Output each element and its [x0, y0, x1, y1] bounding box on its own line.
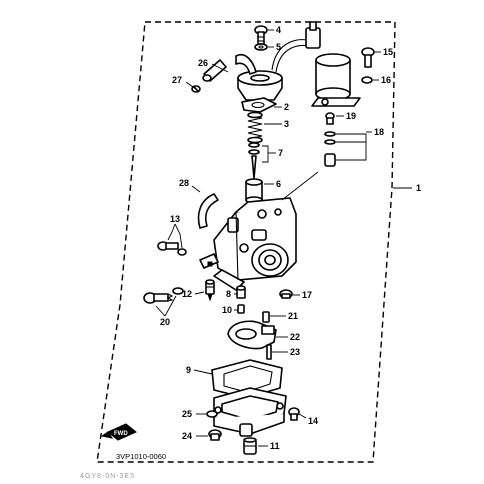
callout-3: 3: [284, 119, 289, 129]
throttle-valve-6: [245, 178, 263, 204]
callout-20: 20: [160, 317, 170, 327]
hose-28: [197, 193, 219, 229]
callout-26: 26: [198, 58, 208, 68]
drawing-code: 3VP1010-0060: [116, 452, 166, 461]
callout-21: 21: [288, 311, 298, 321]
callout-16: 16: [381, 75, 391, 85]
callout-27: 27: [172, 75, 182, 85]
callout-4: 4: [276, 25, 281, 35]
float-22: [227, 320, 277, 350]
callout-11: 11: [270, 441, 280, 451]
callout-19: 19: [346, 111, 356, 121]
callout-17: 17: [302, 290, 312, 300]
auto-choke-unit: [271, 21, 361, 107]
jet-21: [262, 311, 270, 323]
callout-18: 18: [374, 127, 384, 137]
jet-8: [236, 285, 246, 299]
callout-9: 9: [186, 365, 191, 375]
screw-20: [143, 287, 184, 304]
spring-3: [247, 111, 263, 144]
callout-28: 28: [179, 178, 189, 188]
pipe-26: [202, 59, 227, 82]
callout-5: 5: [276, 42, 281, 52]
gasket-2: [241, 97, 277, 113]
callout-23: 23: [290, 347, 300, 357]
float-chamber: [213, 387, 287, 437]
callout-10: 10: [222, 305, 232, 315]
screw-set-13: [157, 241, 187, 256]
needle-clip-7: [248, 142, 260, 179]
callout-25: 25: [182, 409, 192, 419]
footer-text: 4GY8-0N-3E5: [80, 473, 135, 480]
front-direction-arrow: FWD: [100, 423, 137, 441]
callout-12: 12: [182, 289, 192, 299]
screw-4: [254, 25, 268, 45]
callout-2: 2: [284, 102, 289, 112]
callout-6: 6: [276, 179, 281, 189]
washer-25: [206, 410, 218, 418]
screw-24: [208, 429, 222, 441]
valve-18: [324, 131, 336, 167]
callout-15: 15: [383, 47, 393, 57]
carburetor-body: [199, 197, 297, 291]
pin-23: [266, 344, 272, 360]
callout-14: 14: [308, 416, 318, 426]
callout-1: 1: [416, 183, 421, 193]
front-marker-label: FWD: [114, 431, 128, 437]
drain-plug-11: [243, 437, 257, 455]
gasket-9: [211, 359, 283, 399]
callout-8: 8: [226, 289, 231, 299]
callout-22: 22: [290, 332, 300, 342]
washer-16: [361, 76, 373, 84]
screw-14: [288, 407, 300, 421]
assembly-boundary: [96, 21, 396, 463]
screw-17: [279, 289, 293, 299]
callout-13: 13: [170, 214, 180, 224]
screw-15: [361, 47, 375, 68]
clip-27: [191, 85, 201, 93]
screw-12: [205, 279, 215, 302]
washer-5: [254, 43, 268, 51]
mixing-chamber-top: [235, 54, 283, 101]
jet-10: [237, 304, 245, 314]
callout-7: 7: [278, 148, 283, 158]
callout-24: 24: [182, 431, 192, 441]
plunger-19: [325, 112, 335, 125]
